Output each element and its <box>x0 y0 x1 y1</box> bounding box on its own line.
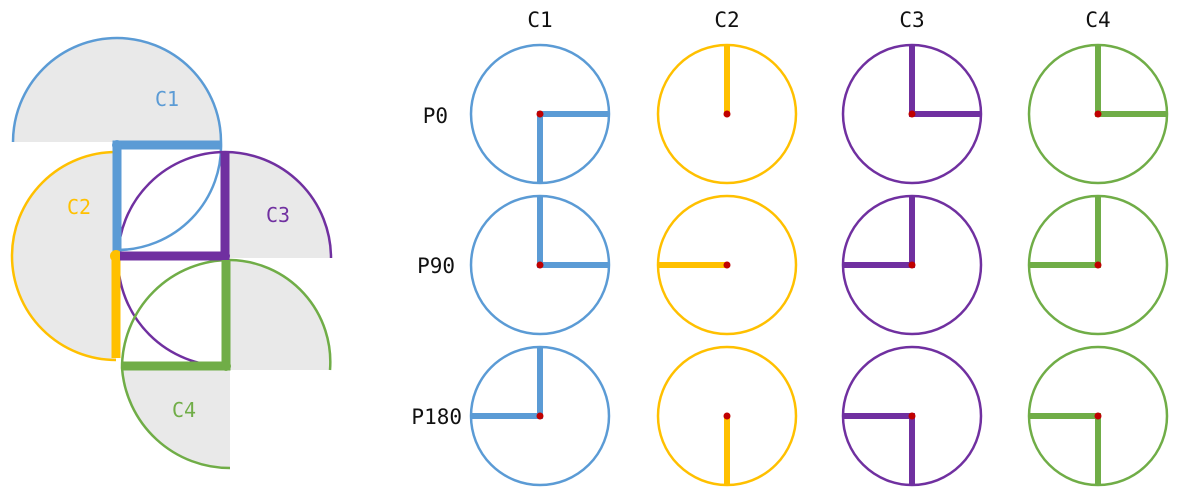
c4-arc-outer <box>229 258 332 371</box>
c1-arc-upper <box>11 36 223 143</box>
center-dot <box>723 110 731 118</box>
c2-arc <box>10 150 117 362</box>
row-header-p180: P180 <box>411 405 462 429</box>
c4-fill <box>230 260 331 370</box>
c1-label: C1 <box>155 87 179 111</box>
center-dot <box>908 110 916 118</box>
c3-label: C3 <box>266 203 290 227</box>
clock-p0-c1 <box>469 43 611 185</box>
column-header-c1: C1 <box>527 8 552 32</box>
c3-arc-outer <box>224 150 333 259</box>
clock-p180-c4 <box>1027 345 1169 487</box>
column-header-c2: C2 <box>714 8 739 32</box>
center-dot <box>908 412 916 420</box>
column-header-c4: C4 <box>1085 8 1110 32</box>
center-dot <box>1094 110 1102 118</box>
center-dot <box>723 412 731 420</box>
column-header-c3: C3 <box>899 8 924 32</box>
clock-p90-c3 <box>841 194 983 336</box>
c4-fill-lower <box>122 368 230 469</box>
clock-p0-c3 <box>841 43 983 185</box>
c2-fill <box>12 152 116 360</box>
clock-p90-c4 <box>1027 194 1169 336</box>
clock-p180-c1 <box>469 345 611 487</box>
row-header-p90: P90 <box>417 254 455 278</box>
clock-p180-c2 <box>656 345 798 487</box>
clock-p0-c4 <box>1027 43 1169 185</box>
c1-fill <box>13 38 221 142</box>
c3-fill <box>225 152 331 258</box>
clock-p0-c2 <box>656 43 798 185</box>
c4-joint-dot <box>221 361 231 371</box>
clock-p90-c2 <box>656 194 798 336</box>
center-dot <box>908 261 916 269</box>
c2-joint-dot <box>110 250 122 262</box>
c2-label: C2 <box>67 195 91 219</box>
c4-label: C4 <box>172 398 196 422</box>
center-dot <box>536 261 544 269</box>
c3-joint-dot <box>220 251 230 261</box>
c3-hand-path <box>120 152 230 261</box>
clock-p90-c1 <box>469 194 611 336</box>
clock-grid: C1 C2 C3 C4 P0 P90 P180 <box>411 8 1169 487</box>
center-dot <box>723 261 731 269</box>
center-dot <box>536 110 544 118</box>
c1-joint-dot <box>112 140 122 150</box>
row-header-p0: P0 <box>423 104 448 128</box>
center-dot <box>536 412 544 420</box>
center-dot <box>1094 261 1102 269</box>
clock-p180-c3 <box>841 345 983 487</box>
c1-arc-lower <box>116 141 223 252</box>
center-dot <box>1094 412 1102 420</box>
composite-diagram: C1 C2 C3 C4 <box>10 36 333 470</box>
